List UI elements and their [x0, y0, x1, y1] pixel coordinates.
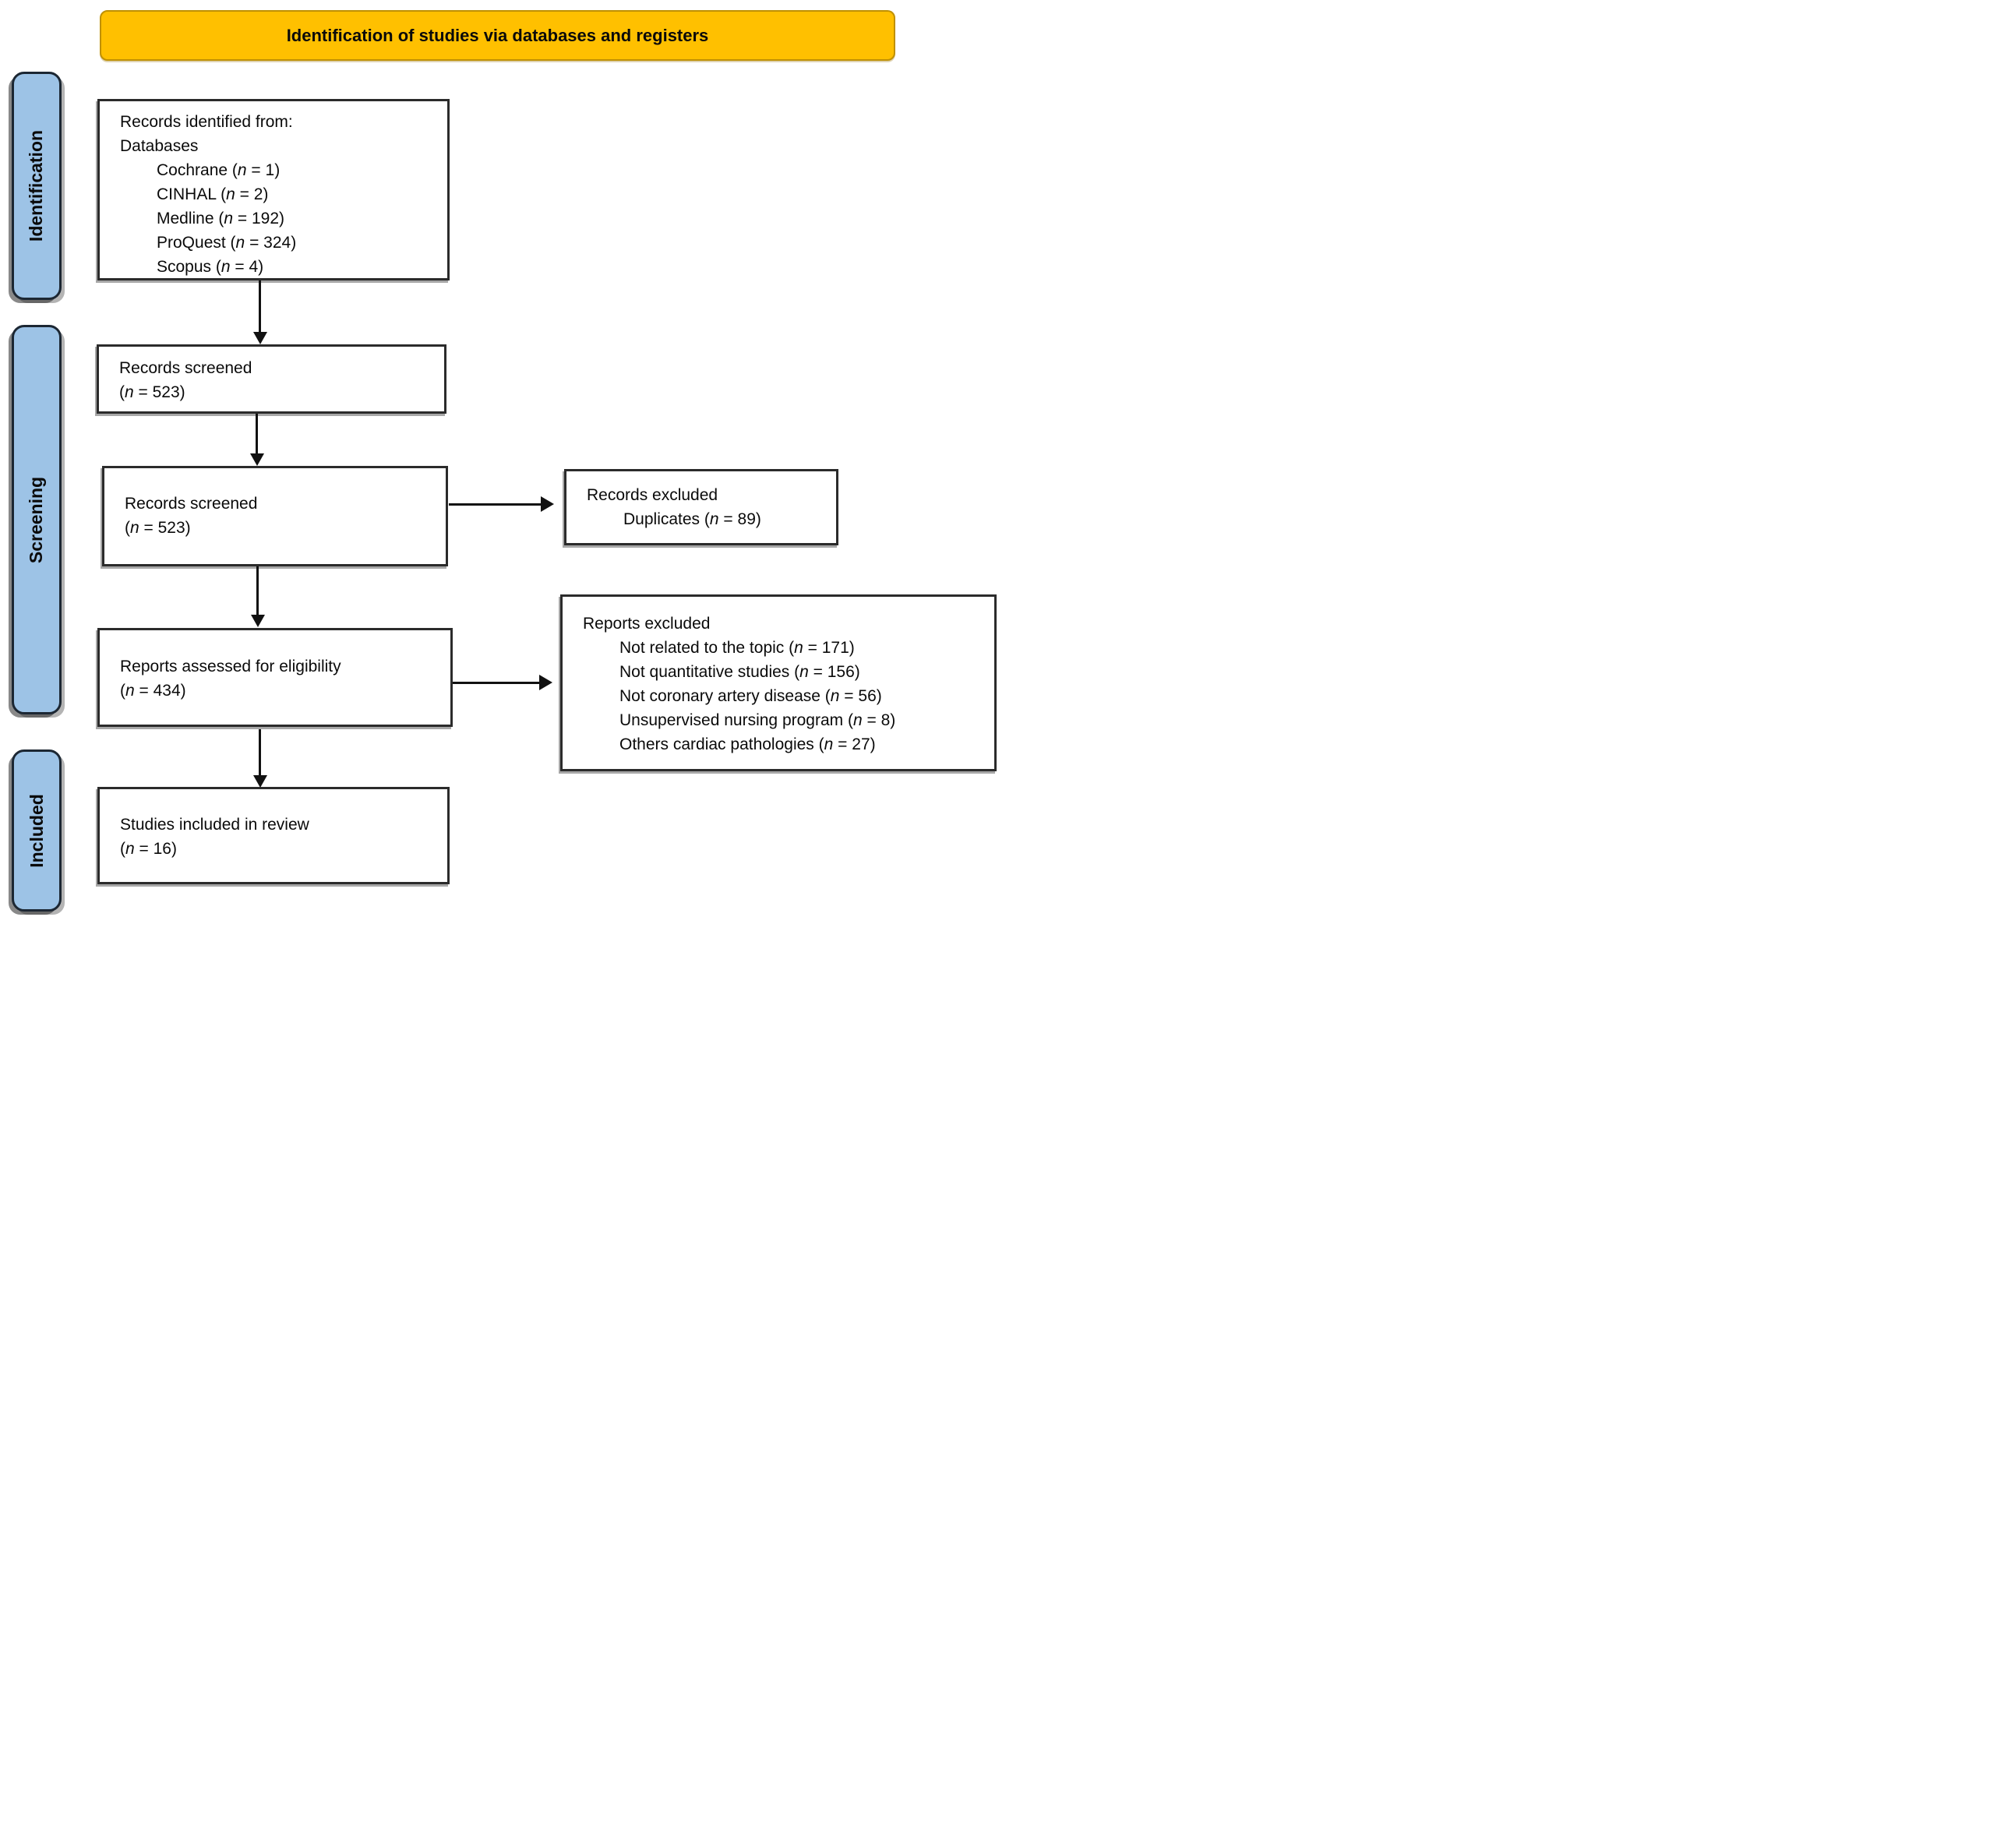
banner-title: Identification of studies via databases …	[286, 25, 709, 45]
banner: Identification of studies via databases …	[100, 10, 895, 61]
arrow-screened-to-assessed-head	[251, 615, 265, 627]
box-line: Others cardiac pathologies (n = 27)	[619, 735, 876, 753]
stage-label-included: Included	[12, 749, 62, 912]
stage-label-included-text: Included	[26, 793, 47, 868]
reports-assessed-text: Reports assessed for eligibility (n = 434…	[100, 630, 450, 703]
box-line: ProQuest (n = 324)	[157, 234, 297, 252]
box-line: CINHAL (n = 2)	[157, 185, 269, 203]
arrow-assessed-to-included-line	[259, 729, 261, 777]
box-line: Reports excluded	[583, 615, 711, 633]
box-line: Studies included in review	[120, 816, 309, 834]
box-line: Duplicates (n = 89)	[623, 510, 761, 528]
arrow-assessed-to-included-head	[253, 775, 267, 788]
box-line: Cochrane (n = 1)	[157, 161, 281, 179]
stage-label-screening: Screening	[12, 325, 62, 714]
box-line: Records screened	[125, 495, 258, 513]
box-line: Databases	[120, 137, 199, 155]
stage-label-identification: Identification	[12, 72, 62, 300]
arrow-assessed-to-excluded-line	[453, 682, 541, 684]
records-screened-text-2: Records screened (n = 523)	[104, 468, 446, 540]
box-line: Records identified from:	[120, 113, 293, 131]
box-line: (n = 16)	[120, 840, 177, 858]
box-line: Scopus (n = 4)	[157, 258, 264, 276]
box-line: Not coronary artery disease (n = 56)	[619, 687, 882, 705]
arrow-screened1-to-screened2-head	[250, 453, 264, 466]
arrow-screened-to-excluded-line	[449, 503, 542, 506]
box-line: Not related to the topic (n = 171)	[619, 639, 855, 657]
arrow-screened-to-excluded-head	[541, 496, 554, 512]
box-line: Unsupervised nursing program (n = 8)	[619, 711, 896, 729]
arrow-identified-to-screened-line	[259, 280, 261, 333]
studies-included-box: Studies included in review (n = 16)	[97, 787, 450, 884]
reports-assessed-box: Reports assessed for eligibility (n = 434…	[97, 628, 453, 727]
box-line: Records screened	[119, 359, 252, 377]
stage-label-identification-text: Identification	[26, 129, 47, 242]
stage-label-screening-text: Screening	[26, 476, 47, 563]
prisma-flow-diagram: Identification of studies via databases …	[0, 0, 1004, 924]
records-screened-box-2: Records screened (n = 523)	[102, 466, 448, 566]
box-line: Records excluded	[587, 486, 718, 504]
studies-included-text: Studies included in review (n = 16)	[100, 789, 447, 861]
box-line: Medline (n = 192)	[157, 210, 285, 227]
arrow-screened-to-assessed-line	[256, 566, 259, 615]
box-line: (n = 523)	[119, 383, 185, 401]
arrow-screened1-to-screened2-line	[256, 414, 258, 454]
records-screened-box-1: Records screened (n = 523)	[97, 344, 446, 414]
arrow-assessed-to-excluded-head	[539, 675, 552, 690]
box-line: (n = 434)	[120, 682, 186, 700]
box-line: (n = 523)	[125, 519, 191, 537]
records-screened-text-1: Records screened (n = 523)	[99, 347, 444, 404]
box-line: Not quantitative studies (n = 156)	[619, 663, 860, 681]
box-line: Reports assessed for eligibility	[120, 658, 341, 675]
arrow-identified-to-screened-head	[253, 332, 267, 344]
